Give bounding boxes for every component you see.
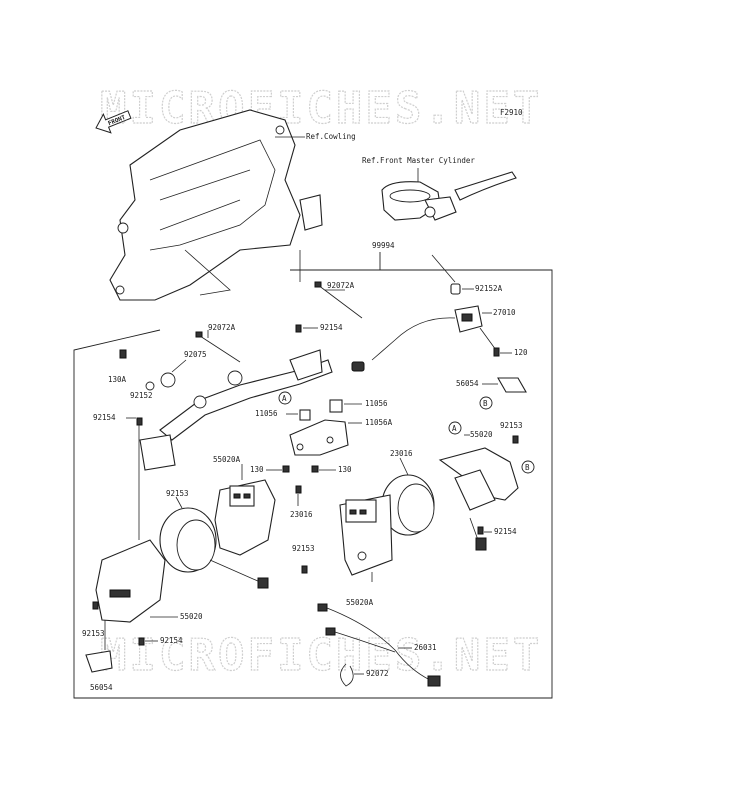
label-27010: 27010: [493, 308, 516, 317]
label-55020A-lower: 55020A: [346, 598, 374, 607]
label-92153-right: 92153: [500, 421, 523, 430]
screw-92153-left: [92, 601, 99, 610]
callout-b-right: [521, 460, 535, 474]
callout-a-center-text: A: [282, 394, 287, 403]
label-120: 120: [514, 348, 528, 357]
label-92072A-mid: 92072A: [208, 323, 236, 332]
label-92152: 92152: [130, 391, 153, 400]
screw-92154-bottom-left: [138, 637, 145, 646]
label-92075: 92075: [184, 350, 207, 359]
screw-92153-lower: [301, 565, 308, 574]
label-55020-left: 55020: [180, 612, 203, 621]
label-92153-mid: 23016: [290, 510, 313, 519]
label-92153-lower: 92153: [292, 544, 315, 553]
label-92153-left: 92153: [82, 629, 105, 638]
nut-130-left: [282, 465, 290, 473]
label-23016-right: 23016: [390, 449, 413, 458]
bolt-130A: [119, 349, 127, 359]
ref-cowling-label: Ref.Cowling: [306, 132, 356, 141]
label-92154-bottom-left: 92154: [160, 636, 183, 645]
callout-a-right-text: A: [452, 424, 457, 433]
cable-tie-mid: [199, 335, 241, 363]
switch-assembly: [351, 254, 500, 372]
light-bar-bracket: [139, 349, 333, 471]
label-92152A: 92152A: [475, 284, 503, 293]
fairing-bracket: [109, 109, 323, 301]
label-130-right: 130: [338, 465, 352, 474]
nut-130-right: [311, 465, 319, 473]
watermark-bottom: MICROFICHES.NET: [100, 630, 542, 681]
label-130A: 130A: [108, 375, 127, 384]
left-light-assembly: [95, 479, 276, 623]
wiring-harness: [317, 603, 441, 687]
callout-b-right-text: B: [525, 463, 530, 472]
label-92154-left: 92154: [93, 413, 116, 422]
label-92154-top: 92154: [320, 323, 343, 332]
label-11056-right: 11056: [365, 399, 388, 408]
ref-master-cylinder-label: Ref.Front Master Cylinder: [362, 156, 475, 165]
label-56054-left: 56054: [90, 683, 113, 692]
callout-a-right: [448, 421, 462, 435]
label-56054-right: 56054: [456, 379, 479, 388]
label-99994: 99994: [372, 241, 395, 250]
label-11056-left: 11056: [255, 409, 278, 418]
label-55020-right: 55020: [470, 430, 493, 439]
screw-92154-right: [477, 526, 484, 535]
screw-92154-top: [295, 324, 302, 333]
callout-a-center: [278, 391, 292, 405]
assembly-frame: [73, 269, 553, 699]
sticker-56054-right: [497, 377, 527, 393]
callout-b-upper: [479, 396, 493, 410]
screw-92153-right: [512, 435, 519, 444]
diagram-code: F2910: [500, 108, 523, 117]
master-cylinder: [381, 171, 517, 221]
sticker-56054-left: [85, 650, 113, 673]
cable-tie-top-head: [314, 281, 322, 288]
screw-92154-left: [136, 417, 143, 426]
cable-tie-top: [317, 284, 363, 319]
label-92072A-top: 92072A: [327, 281, 355, 290]
clamp-brackets: [289, 399, 349, 456]
right-light-assembly: [339, 447, 519, 576]
callout-b-upper-text: B: [483, 399, 488, 408]
label-92154-right: 92154: [494, 527, 517, 536]
screw-92153-mid: [295, 485, 302, 494]
label-92072: 92072: [366, 669, 389, 678]
label-55020A: 55020A: [213, 455, 241, 464]
label-130-left: 130: [250, 465, 264, 474]
label-26031: 26031: [414, 643, 437, 652]
label-11056A: 11056A: [365, 418, 393, 427]
watermark-top: MICROFICHES.NET: [100, 83, 542, 134]
label-23016-left: 92153: [166, 489, 189, 498]
